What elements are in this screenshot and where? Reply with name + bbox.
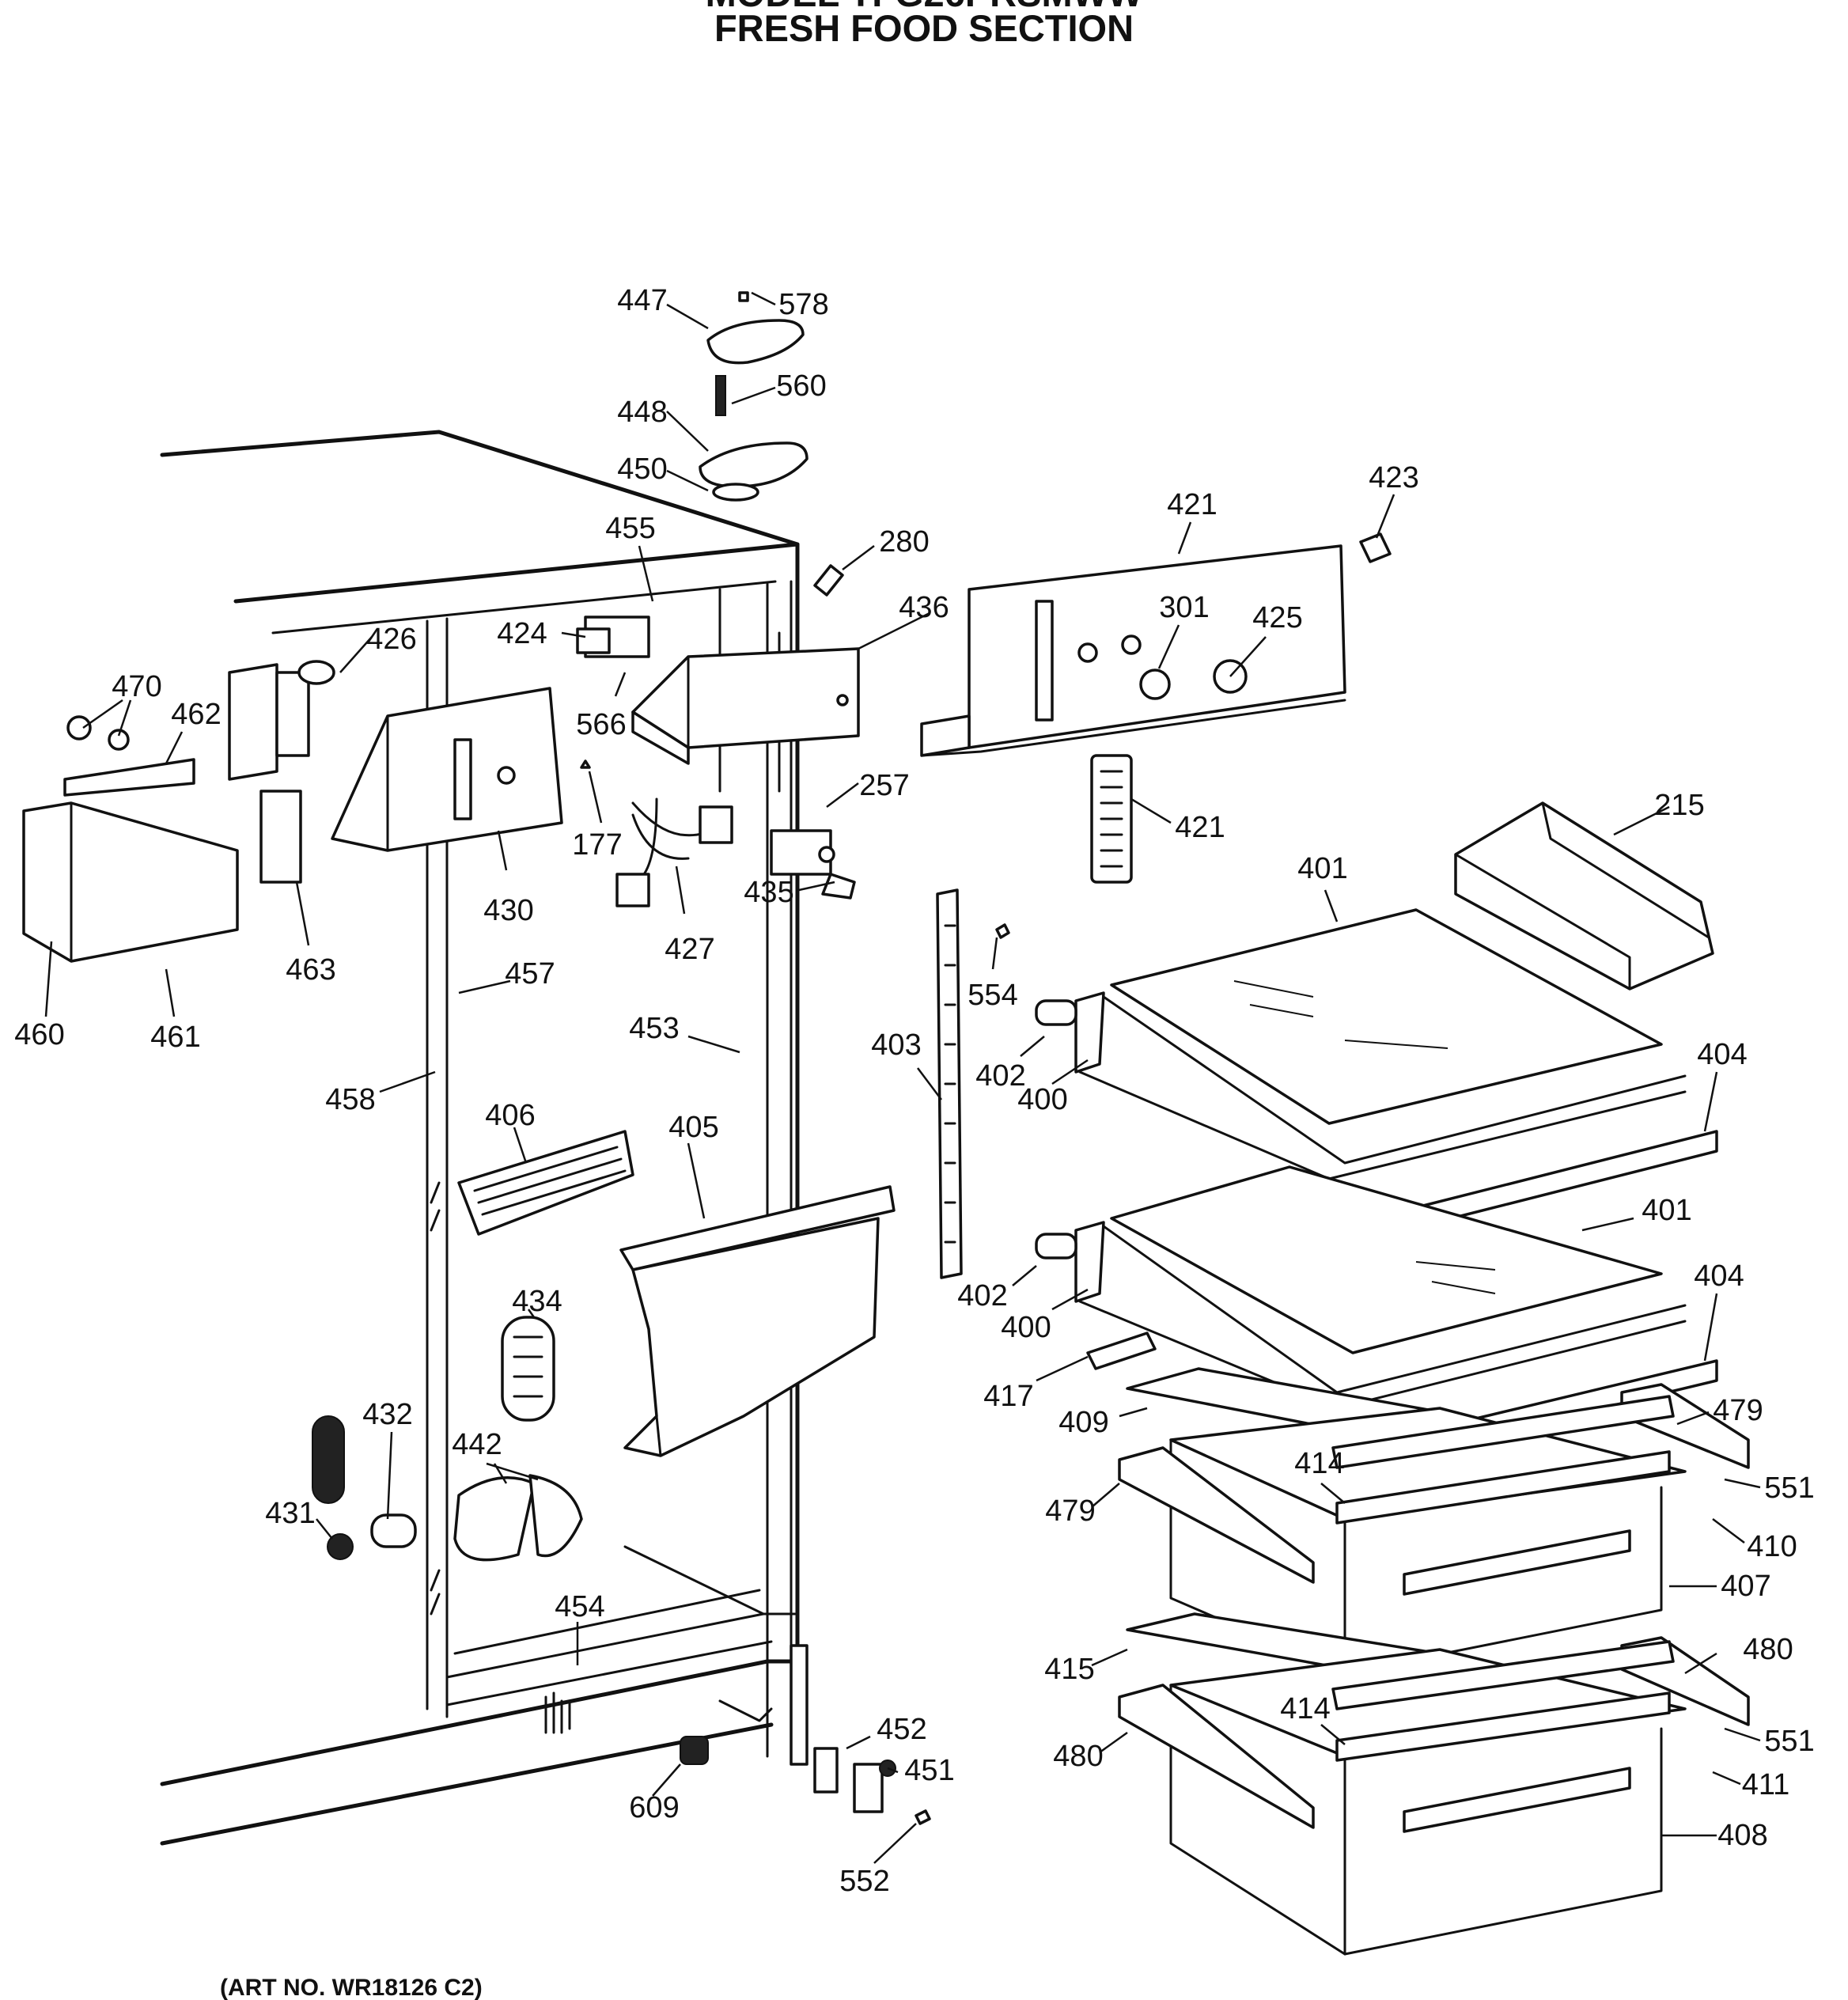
crisper-lower [1118,1612,1750,1956]
callout-label: 448 [617,396,667,429]
callout-label: 430 [483,894,533,927]
wiring-harness [576,627,733,907]
dairy-bin [1454,801,1714,991]
callout-label: 280 [879,525,929,559]
callout-label: 404 [1694,1259,1744,1293]
callout-label: 479 [1713,1394,1763,1427]
callout-label: 414 [1280,1692,1330,1725]
callout-label: 401 [1642,1194,1691,1227]
callout-label: 447 [617,284,667,317]
callout-label: 410 [1747,1530,1797,1563]
callout-label: 453 [629,1012,679,1045]
callout-label: 463 [286,953,335,987]
callout-label: 425 [1252,601,1302,634]
callout-label: 215 [1654,789,1704,822]
callout-label: 415 [1044,1653,1094,1686]
callout-label: 480 [1053,1740,1103,1773]
callout-label: 421 [1175,811,1225,844]
control-housing [584,616,860,900]
callout-label: 427 [665,933,714,966]
callout-label: 454 [555,1590,604,1623]
control-panel [920,532,1392,884]
callout-label: 434 [512,1285,562,1318]
callout-label: 401 [1297,852,1347,885]
callout-label: 554 [968,979,1017,1012]
callout-label: 402 [975,1059,1025,1093]
callout-label: 400 [1001,1311,1051,1344]
callout-label: 426 [366,623,416,656]
callout-label: 409 [1058,1406,1108,1439]
callout-label: 400 [1017,1083,1067,1116]
callout-label: 470 [112,670,161,703]
callout-label: 578 [778,288,828,321]
callout-label: 552 [839,1865,889,1898]
callout-label: 609 [629,1791,679,1824]
callout-label: 432 [362,1398,412,1431]
crisper-upper [1118,1367,1750,1675]
callout-label: 407 [1721,1570,1770,1603]
air-duct [457,1130,896,1457]
bottom-hardware [680,1736,931,1825]
callout-label: 450 [617,453,667,486]
callout-label: 560 [776,369,826,403]
callout-label: 462 [171,698,221,731]
section-title: FRESH FOOD SECTION [714,7,1134,49]
callout-label: 461 [150,1021,200,1054]
callout-label: 414 [1294,1447,1344,1480]
callout-label: 408 [1717,1819,1767,1852]
art-number: (ART NO. WR18126 C2) [220,1975,483,2000]
callout-label: 402 [957,1279,1007,1312]
callout-label: 551 [1764,1725,1814,1758]
callout-label: 301 [1159,591,1209,624]
callout-label: 551 [1764,1472,1814,1505]
callout-label: 431 [265,1497,315,1530]
callout-label: 404 [1697,1038,1747,1071]
callout-label: 566 [576,708,626,741]
callout-label: 421 [1167,488,1217,521]
callout-label: 405 [668,1111,718,1144]
callout-label: 458 [325,1083,375,1116]
callout-label: 460 [14,1018,64,1051]
callout-label: 457 [505,957,555,991]
callout-label: 417 [983,1380,1033,1413]
callout-label: 451 [904,1754,954,1787]
leader-lines [44,291,1761,1864]
callout-labels: 447 578 560 448 450 423 421 455 280 301 … [14,284,1814,1898]
callout-label: 177 [572,828,622,862]
callout-label: 442 [452,1428,502,1461]
callout-label: 436 [899,591,949,624]
lamp-parts [312,1316,583,1562]
callout-label: 257 [859,769,909,802]
callout-label: 403 [871,1028,921,1062]
model-title: MODEL TFG26PRSMWW [706,0,1143,14]
callout-label: 424 [497,617,547,650]
callout-label: 452 [877,1713,926,1746]
callout-label: 423 [1369,461,1418,494]
left-components [22,660,563,963]
callout-label: 455 [605,512,655,545]
callout-label: 479 [1045,1494,1095,1528]
callout-label: 411 [1742,1768,1790,1801]
shelf-rail [936,888,1010,1279]
cabinet-outline [160,430,808,1846]
callout-label: 435 [744,876,793,909]
callout-label: 406 [485,1099,535,1132]
callout-label: 480 [1743,1633,1793,1666]
top-hinge-assembly [699,291,844,597]
